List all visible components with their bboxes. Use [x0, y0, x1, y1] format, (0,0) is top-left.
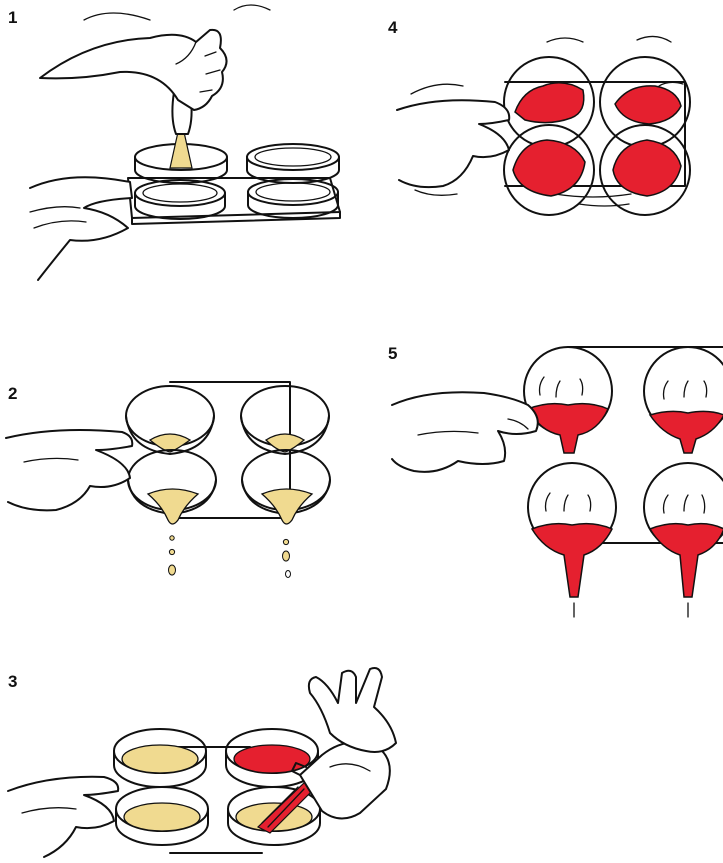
step-4-illustration	[393, 20, 723, 220]
petri-dish-icon	[600, 125, 690, 215]
petri-dish-icon	[528, 463, 616, 597]
petri-dish-icon	[504, 57, 594, 147]
step-1-illustration	[0, 0, 360, 300]
petri-dish-icon	[116, 787, 208, 845]
petri-dish-icon	[504, 125, 594, 215]
hand-icon	[30, 177, 132, 280]
step-2-illustration	[0, 370, 360, 590]
petri-dish-icon	[241, 386, 329, 454]
hand-icon	[309, 668, 396, 752]
petri-dish-icon	[644, 463, 723, 597]
petri-dish-icon	[524, 347, 612, 453]
hand-icon	[6, 430, 132, 510]
hand-icon	[8, 777, 118, 857]
petri-dish-icon	[600, 57, 690, 147]
hand-icon	[40, 30, 227, 110]
step-3-illustration	[0, 663, 400, 863]
petri-dish-icon	[126, 386, 214, 454]
step-5-illustration	[388, 335, 723, 635]
petri-dish-icon	[242, 450, 330, 524]
petri-dish-icon	[644, 347, 723, 453]
hand-icon	[397, 100, 509, 187]
petri-dish-icon	[114, 729, 206, 787]
petri-dish-icon	[135, 180, 225, 219]
petri-dish-icon	[128, 450, 216, 524]
